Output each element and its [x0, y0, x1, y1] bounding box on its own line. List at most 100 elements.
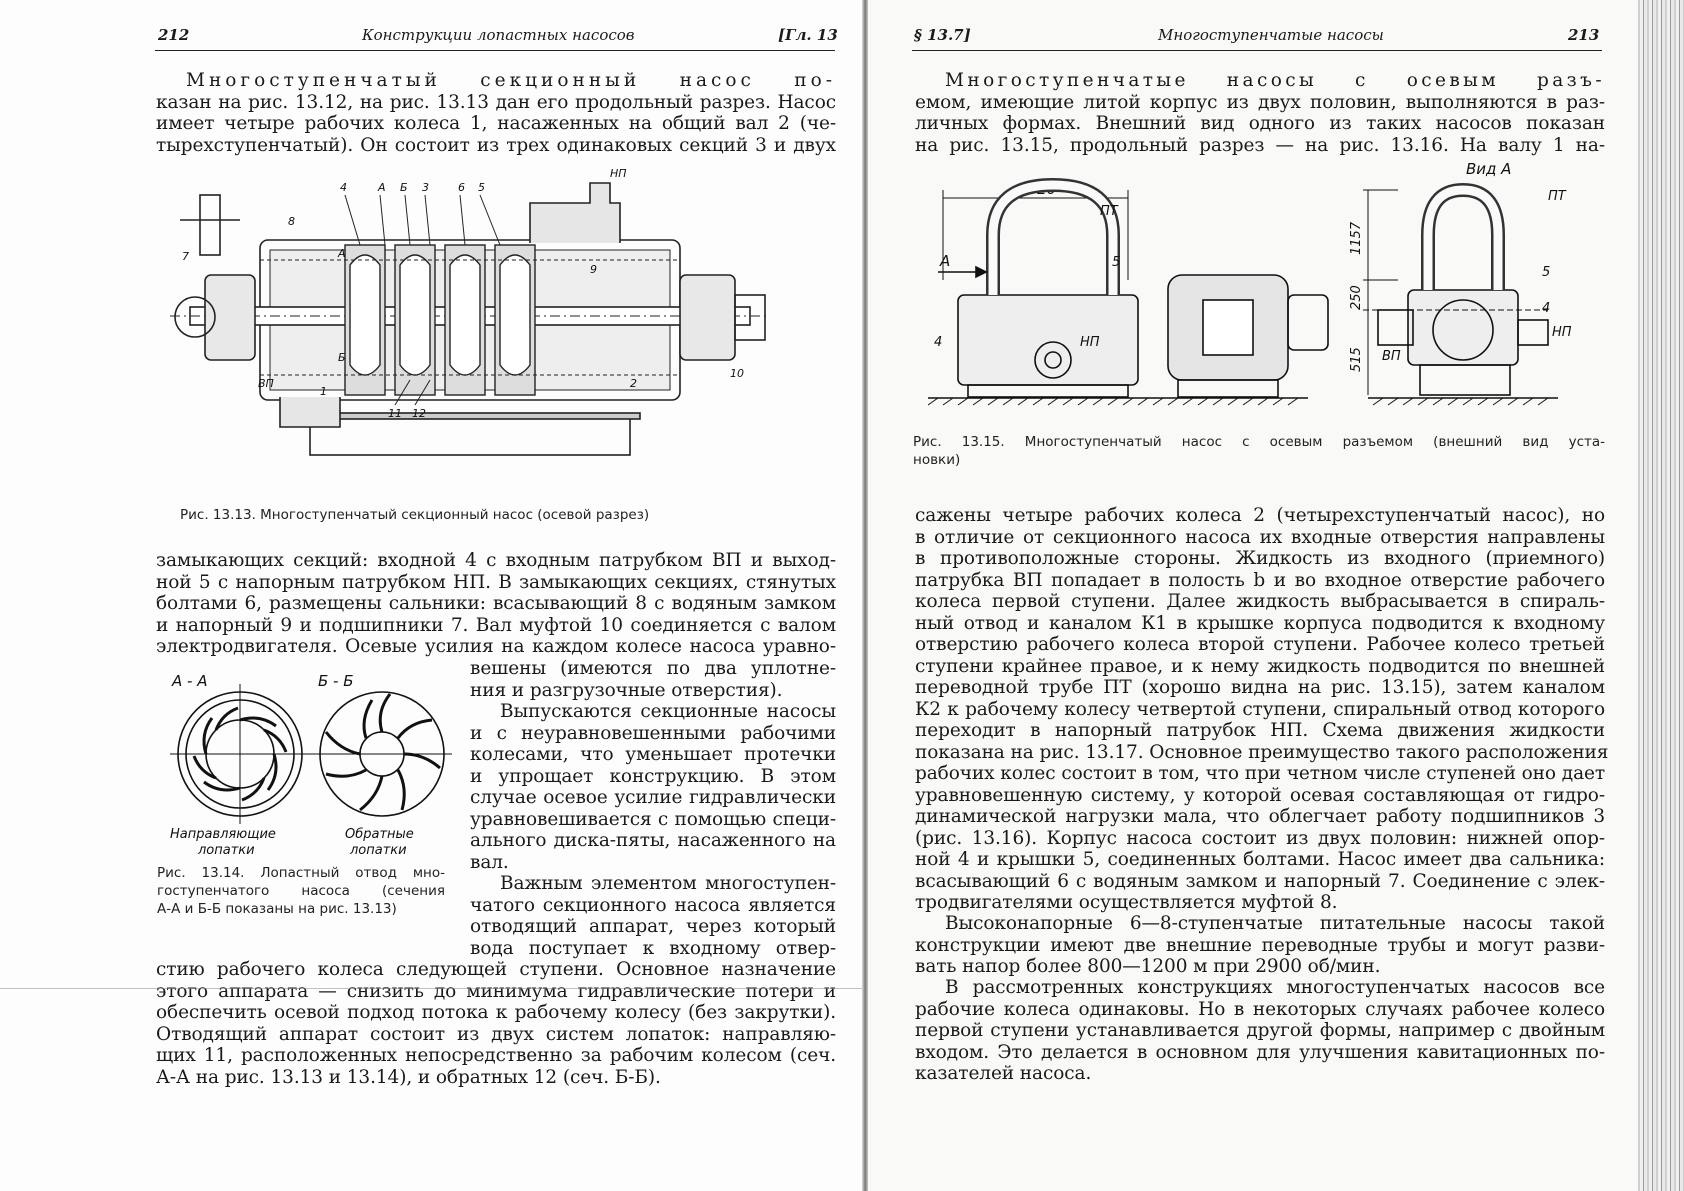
fig-label: 4: [1542, 301, 1550, 316]
text-line: Отводящий аппарат состоит из двух систем…: [156, 1023, 836, 1045]
right-para-3: Высоконапорные 6—8-ступенчатые питательн…: [915, 913, 1605, 978]
text-line: показана на рис. 13.17. Основное преимущ…: [915, 741, 1609, 763]
fig-label: 2: [630, 377, 637, 390]
fig-label: ПТ: [1100, 204, 1119, 219]
label-return-vanes-2: лопатки: [349, 843, 407, 857]
text-line: рабочих колес состоит в том, что при чет…: [915, 763, 1605, 784]
text-line: чатого секционного насоса является: [470, 894, 836, 916]
left-para-1: Многоступенчатый секционный насос по- ка…: [156, 70, 836, 156]
caption-13-14: Рис. 13.14. Лопастный отвод мно- гоступе…: [157, 864, 445, 918]
fig-label: НП: [610, 167, 627, 180]
text-line: ального диска-пяты, насаженного на: [470, 830, 836, 851]
text-line: вода поступает к входному отвер-: [470, 937, 836, 959]
fig-label: А: [337, 247, 346, 260]
fig-label: 10: [730, 367, 744, 380]
text-line: отверстию рабочего колеса второй ступени…: [915, 634, 1605, 655]
text-line: сажены четыре рабочих колеса 2 (четырехс…: [915, 505, 1605, 526]
text-line: ной 4 и крышки 5, соединенных болтами. Н…: [915, 849, 1605, 870]
left-para-3: Выпускаются секционные насосы и с неурав…: [470, 701, 836, 873]
view-a-label: Вид А: [1466, 160, 1511, 178]
arrow-a-label: А: [939, 252, 950, 270]
dimension-250: 250: [1349, 285, 1364, 310]
fig-label: ВП: [258, 377, 274, 390]
caption-line: Рис. 13.15. Многоступенчатый насос с осе…: [913, 434, 1605, 450]
text-line: рабочие колеса одинаковы. Но в некоторых…: [915, 998, 1605, 1020]
text-line: и с неуравновешенными рабочими: [470, 722, 836, 744]
section-ref: § 13.7]: [914, 26, 971, 44]
label-guide-vanes-1: Направляющие: [170, 827, 276, 842]
fig-label: Б: [400, 181, 408, 194]
text-line: уравновешенную систему, у которой осевая…: [915, 784, 1605, 806]
caption-line: А-А и Б-Б показаны на рис. 13.13): [157, 901, 397, 917]
text-line: в противоположные стороны. Жидкость из в…: [915, 548, 1605, 569]
text-line: первой ступени устанавливается другой фо…: [915, 1020, 1605, 1041]
text-line: патрубка ВП попадает в полость b и во вх…: [915, 569, 1605, 591]
text-line: колеса первой ступени. Далее жидкость вы…: [915, 591, 1605, 612]
text-line: тродвигателями осуществляется муфтой 8.: [915, 892, 1338, 913]
text-line: динамической нагрузки мала, что облегчае…: [915, 806, 1605, 827]
text-line: Выпускаются секционные насосы: [500, 701, 836, 722]
text-line: переходит в напорный патрубок НП. Схема …: [915, 720, 1605, 741]
text-line: колесами, что уменьшает протечки: [470, 744, 836, 765]
left-para-4: Важным элементом многоступен- чатого сек…: [470, 873, 836, 959]
label-guide-vanes-2: лопатки: [197, 843, 255, 857]
caption-line: Рис. 13.14. Лопастный отвод мно-: [157, 865, 445, 881]
page-number-left: 212: [158, 26, 190, 44]
section-a-label: А - А: [171, 672, 207, 690]
section-b-label: Б - Б: [318, 672, 354, 690]
fig-label: 3: [422, 181, 429, 194]
page-number-right: 213: [1568, 26, 1600, 44]
fig-label: 11: [388, 407, 402, 420]
left-para-4-full: стию рабочего колеса следующей ступени. …: [156, 959, 836, 1088]
text-line: тырехступенчатый). Он состоит из трех од…: [156, 134, 836, 156]
fig-label: 6: [458, 181, 465, 194]
left-para-2-cont: вешены (имеются по два уплотне- ния и ра…: [470, 658, 836, 701]
text-line: вешены (имеются по два уплотне-: [470, 658, 836, 679]
fig-label: 1: [320, 385, 327, 398]
right-page: § 13.7] Многоступенчатые насосы 213 Мног…: [868, 0, 1684, 1191]
fig-label: 4: [340, 181, 347, 194]
dimension-515: 515: [1349, 347, 1364, 372]
text-line: щих 11, расположенных непосредственно за…: [156, 1045, 836, 1066]
fig-label: 9: [590, 263, 597, 276]
figure-13-14-vanes: А - А Б - Б: [160, 672, 460, 857]
text-line: входом. Это делается в основном для улуч…: [915, 1041, 1605, 1063]
text-line: А-А на рис. 13.13 и 13.14), и обратных 1…: [156, 1066, 661, 1088]
dimension-1157: 1157: [1349, 221, 1364, 255]
fig-label: 4: [934, 335, 942, 350]
text-line: Высоконапорные 6—8-ступенчатые питательн…: [945, 913, 1605, 934]
running-title-left: Конструкции лопастных насосов: [362, 26, 635, 44]
caption-13-13: Рис. 13.13. Многоступенчатый секционный …: [180, 507, 650, 523]
fig-label: 5: [478, 181, 485, 194]
text-line: в отличие от секционного насоса их входн…: [915, 526, 1605, 548]
header-rule-right: [912, 50, 1602, 51]
label-return-vanes-1: Обратные: [345, 827, 414, 842]
caption-13-15: Рис. 13.15. Многоступенчатый насос с осе…: [913, 433, 1605, 469]
text-line: и упрощает конструкцию. В этом: [470, 765, 836, 787]
text-line: этого аппарата — снизить до минимума гид…: [156, 980, 836, 1002]
text-line: личных формах. Внешний вид одного из так…: [915, 113, 1605, 134]
text-line: емом, имеющие литой корпус из двух полов…: [915, 91, 1605, 113]
text-line: ный отвод и каналом К1 в крышке корпуса …: [915, 612, 1605, 634]
text-line: вать напор более 800—1200 м при 2900 об/…: [915, 956, 1381, 977]
text-line: ной 5 с напорным патрубком НП. В замыкаю…: [156, 571, 836, 593]
right-para-4: В рассмотренных конструкциях многоступен…: [915, 977, 1605, 1085]
page-edge-shadow: [1638, 0, 1684, 1191]
text-line: казан на рис. 13.12, на рис. 13.13 дан е…: [156, 91, 836, 113]
fig-label: 8: [288, 215, 295, 228]
text-line: ния и разгрузочные отверстия).: [470, 679, 783, 701]
text-line: обеспечить осевой подход потока к рабоче…: [156, 1002, 836, 1023]
text-line: В рассмотренных конструкциях многоступен…: [945, 977, 1605, 998]
text-line: на рис. 13.15, продольный разрез — на ри…: [915, 134, 1605, 156]
text-line: конструкции имеют две внешние переводные…: [915, 934, 1605, 956]
text-line: Многоступенчатые насосы с осевым разъ-: [945, 70, 1605, 91]
header-rule-left: [155, 50, 835, 51]
fig-label: 7: [182, 250, 189, 263]
text-line: уравновешивается с помощью специ-: [470, 808, 836, 830]
text-line: отводящий аппарат, через который: [470, 916, 836, 937]
fig-label: НП: [1080, 335, 1100, 350]
running-title-right: Многоступенчатые насосы: [1158, 26, 1384, 44]
caption-line: новки): [913, 452, 961, 468]
fig-label: 12: [412, 407, 426, 420]
caption-line: гоступенчатого насоса (сечения: [157, 883, 445, 899]
